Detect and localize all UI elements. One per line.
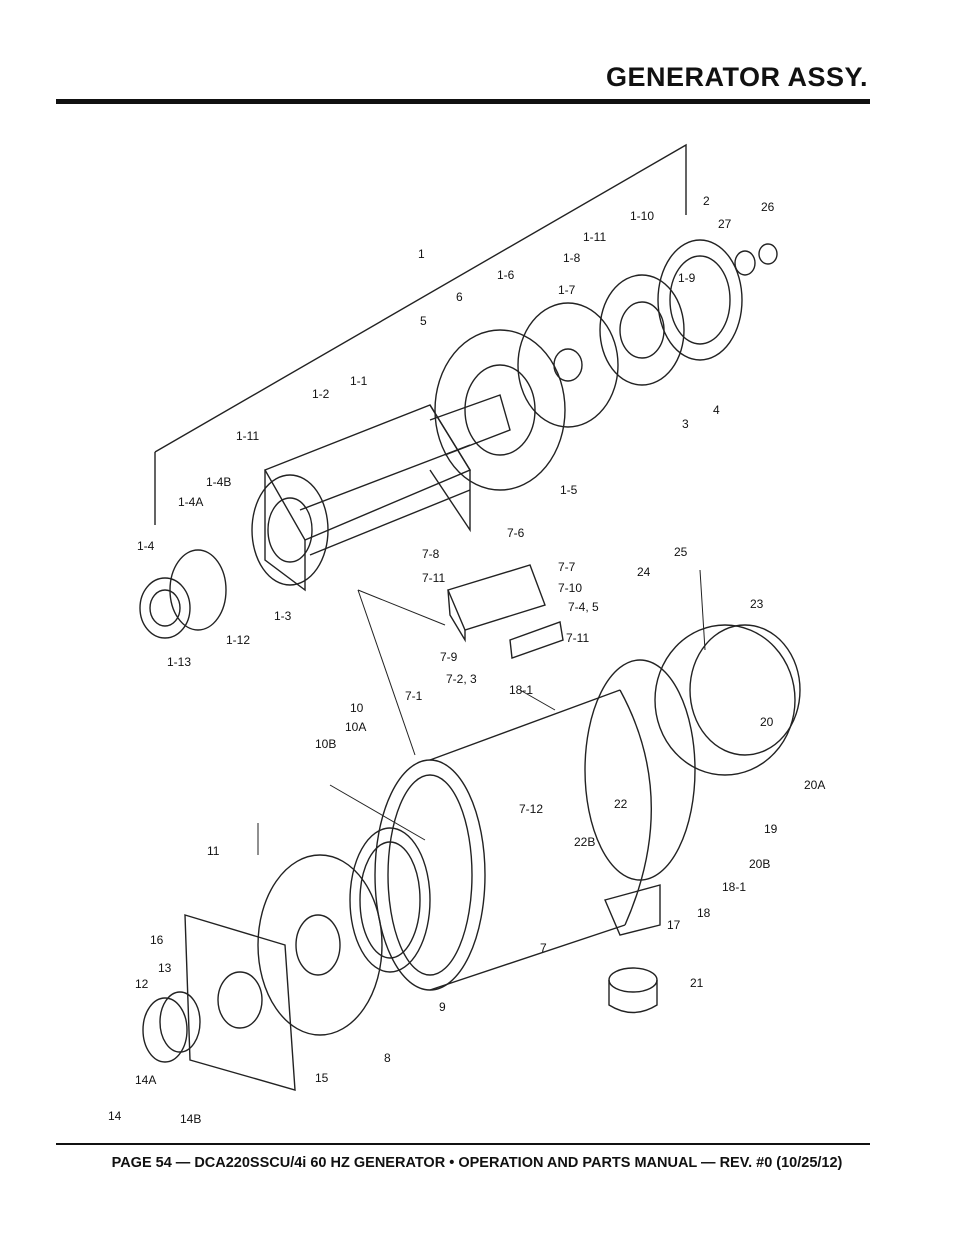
callout-1-8: 1-8 <box>563 251 581 265</box>
callout-7-11b: 7-11 <box>566 631 589 645</box>
callout-1-1: 1-1 <box>350 374 368 388</box>
callout-1-3: 1-3 <box>274 609 292 623</box>
callout-4: 4 <box>713 403 720 417</box>
callout-1-10: 1-10 <box>630 209 654 223</box>
callout-7: 7 <box>540 941 547 955</box>
callout-22: 22 <box>614 797 628 811</box>
callout-11: 11 <box>207 844 220 858</box>
callout-1-12: 1-12 <box>226 633 250 647</box>
callout-20: 20 <box>760 715 774 729</box>
callout-8: 8 <box>384 1051 391 1065</box>
callout-1-11a: 1-11 <box>583 230 606 244</box>
callout-18-1b: 18-1 <box>509 683 533 697</box>
callout-7-6: 7-6 <box>507 526 525 540</box>
callout-21: 21 <box>690 976 704 990</box>
callout-18-1a: 18-1 <box>722 880 746 894</box>
callout-1-4: 1-4 <box>137 539 155 553</box>
callout-1-11b: 1-11 <box>236 429 259 443</box>
callout-20b: 20B <box>749 857 770 871</box>
callout-23: 23 <box>750 597 764 611</box>
callout-19: 19 <box>764 822 778 836</box>
callout-9: 9 <box>439 1000 446 1014</box>
callout-3: 3 <box>682 417 689 431</box>
callout-20a: 20A <box>804 778 825 792</box>
callout-17: 17 <box>667 918 681 932</box>
callout-7-4-5: 7-4, 5 <box>568 600 599 614</box>
page-title: GENERATOR ASSY. <box>605 62 868 92</box>
callout-1-2: 1-2 <box>312 387 330 401</box>
callout-5: 5 <box>420 314 427 328</box>
callout-7-12: 7-12 <box>519 802 543 816</box>
page-footer: PAGE 54 — DCA220SSCU/4i 60 HZ GENERATOR … <box>111 1155 843 1171</box>
callout-1-5: 1-5 <box>560 483 578 497</box>
callout-1: 1 <box>418 247 425 261</box>
callout-14b: 14B <box>180 1112 201 1126</box>
callout-1-4a: 1-4A <box>178 495 203 509</box>
callout-7-8: 7-8 <box>422 547 440 561</box>
callout-1-7: 1-7 <box>558 283 576 297</box>
callout-1-9: 1-9 <box>678 271 696 285</box>
callout-15: 15 <box>315 1071 329 1085</box>
callout-13: 13 <box>158 961 172 975</box>
callout-10: 10 <box>350 701 364 715</box>
callout-6: 6 <box>456 290 463 304</box>
callout-22b: 22B <box>574 835 595 849</box>
callout-14a: 14A <box>135 1073 156 1087</box>
callout-27: 27 <box>718 217 732 231</box>
callout-7-7: 7-7 <box>558 560 576 574</box>
callout-7-9: 7-9 <box>440 650 458 664</box>
callout-1-4b: 1-4B <box>206 475 231 489</box>
callout-10b: 10B <box>315 737 336 751</box>
callout-7-2-3: 7-2, 3 <box>446 672 477 686</box>
callout-25: 25 <box>674 545 688 559</box>
callout-24: 24 <box>637 565 651 579</box>
callout-1-13: 1-13 <box>167 655 191 669</box>
callout-7-10: 7-10 <box>558 581 582 595</box>
callout-14: 14 <box>108 1109 122 1123</box>
callout-7-11a: 7-11 <box>422 571 445 585</box>
callout-18: 18 <box>697 906 711 920</box>
footer-rule <box>56 1143 870 1145</box>
title-rule <box>56 99 870 104</box>
callout-12: 12 <box>135 977 149 991</box>
callout-7-1: 7-1 <box>405 689 423 703</box>
callout-16: 16 <box>150 933 164 947</box>
callout-10a: 10A <box>345 720 366 734</box>
callout-1-6: 1-6 <box>497 268 515 282</box>
callout-2: 2 <box>703 194 710 208</box>
callout-26: 26 <box>761 200 775 214</box>
